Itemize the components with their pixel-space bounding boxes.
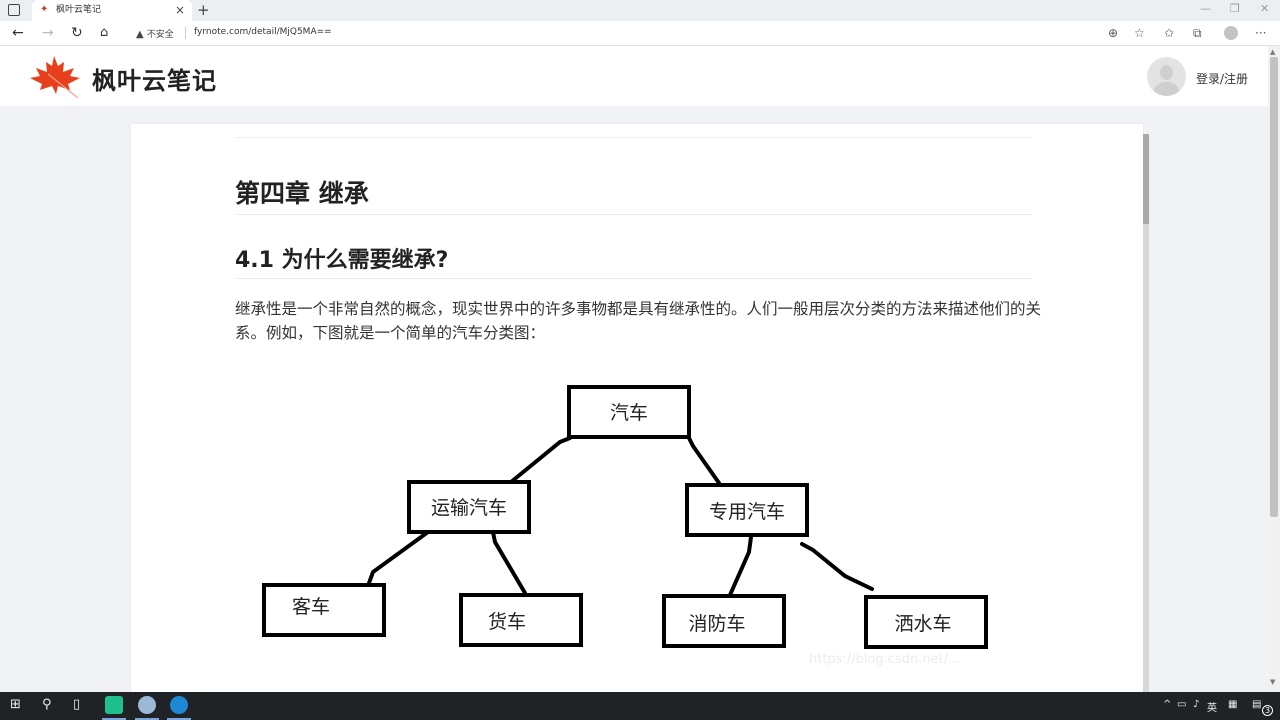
windows-taskbar: ⊞ ⚲ ▯ ^ ▭ ♪ 英 ▦ ▤ 3 [0,692,1280,720]
add-favorite-icon[interactable]: ☆ [1134,26,1145,40]
car-classification-diagram: 汽车 运输汽车 专用汽车 客车 货车 消防车 洒水车 [262,385,988,649]
input-language[interactable]: 英 [1207,703,1217,714]
windows-start-icon[interactable]: ⊞ [10,697,21,712]
home-icon[interactable]: ⌂ [100,25,109,40]
favorites-icon[interactable]: ✩ [1164,26,1175,40]
chapter-title: 第四章 继承 [235,179,369,208]
login-register-link[interactable]: 登录/注册 [1196,72,1249,86]
address-bar: ← → ↻ ⌂ ▲不安全 fyrnote.com/detail/MjQ5MA==… [0,21,1280,46]
article-scrollbar-track[interactable] [1143,134,1149,692]
address-separator [185,27,186,39]
maple-leaf-favicon-icon: ✦ [40,4,49,15]
network-icon[interactable]: ▭ [1177,699,1187,710]
profile-icon[interactable] [1224,26,1238,40]
new-tab-button[interactable]: + [197,1,210,19]
scroll-down-arrow-icon[interactable]: ▼ [1270,678,1276,686]
restore-button[interactable]: ❐ [1230,2,1240,15]
refresh-icon[interactable]: ↻ [71,25,83,41]
paint-app-icon[interactable] [138,696,156,714]
article-card: 第四章 继承 4.1 为什么需要继承? 继承性是一个非常自然的概念，现实世界中的… [131,124,1143,692]
volume-icon[interactable]: ♪ [1193,699,1200,710]
app-active-indicator [135,718,159,720]
more-menu-icon[interactable]: ··· [1255,26,1267,40]
back-arrow-icon[interactable]: ← [12,25,24,41]
forward-arrow-icon[interactable]: → [42,25,54,41]
browser-tab[interactable]: ✦ 枫叶云笔记 × [32,0,192,21]
tab-title: 枫叶云笔记 [56,5,102,15]
tab-close-icon[interactable]: × [175,3,186,17]
security-label: 不安全 [146,30,174,40]
tray-overflow-icon[interactable]: ^ [1163,699,1172,710]
avatar-head [1160,65,1173,80]
avatar[interactable] [1147,57,1186,96]
diagram-node-root: 汽车 [610,402,648,424]
site-logo-text[interactable]: 枫叶云笔记 [92,67,217,95]
minimize-button[interactable]: — [1200,2,1211,15]
warning-icon: ▲ [136,29,144,40]
zoom-icon[interactable]: ⊕ [1108,26,1119,40]
diagram-node-bus: 客车 [292,596,330,618]
app-active-indicator [102,718,126,720]
page-scrollbar[interactable]: ▲ ▼ [1268,46,1280,692]
divider [235,278,1032,279]
collections-icon[interactable]: ⧉ [1193,26,1202,40]
clion-app-icon[interactable] [105,696,123,714]
input-method-icon[interactable]: ▦ [1228,699,1238,710]
section-title: 4.1 为什么需要继承? [235,248,449,273]
tab-actions-icon[interactable] [8,4,20,16]
diagram-node-firetruck: 消防车 [688,613,745,635]
close-window-button[interactable]: ✕ [1260,2,1270,15]
security-indicator[interactable]: ▲不安全 [136,27,174,40]
page: 枫叶云笔记 登录/注册 第四章 继承 4.1 为什么需要继承? 继承性是一个非常… [0,46,1268,692]
divider [235,137,1032,138]
article-paragraph: 继承性是一个非常自然的概念，现实世界中的许多事物都是具有继承性的。人们一般用层次… [235,300,1042,342]
notification-count-badge: 3 [1262,705,1273,716]
divider [235,214,1032,215]
page-scrollbar-thumb[interactable] [1270,57,1278,517]
search-icon[interactable]: ⚲ [42,697,52,712]
diagram-node-special: 专用汽车 [709,501,785,523]
article-scrollbar-thumb[interactable] [1143,134,1149,224]
scroll-up-arrow-icon[interactable]: ▲ [1270,48,1276,56]
diagram-node-truck: 货车 [488,611,526,633]
diagram-node-sprinkler: 洒水车 [894,613,951,635]
diagram-node-transport: 运输汽车 [431,497,507,519]
site-header: 枫叶云笔记 登录/注册 [0,46,1268,106]
notification-center-icon[interactable]: ▤ [1252,699,1262,710]
maple-leaf-logo-icon[interactable] [28,54,82,100]
image-watermark: https://blog.csdn.net/... [809,652,961,667]
browser-tab-bar: ✦ 枫叶云笔记 × + — ❐ ✕ [0,0,1280,21]
url-input[interactable]: fyrnote.com/detail/MjQ5MA== [194,27,332,37]
edge-browser-icon[interactable] [170,696,188,714]
task-view-icon[interactable]: ▯ [73,697,81,712]
avatar-body [1154,82,1179,96]
app-active-indicator [167,718,191,720]
